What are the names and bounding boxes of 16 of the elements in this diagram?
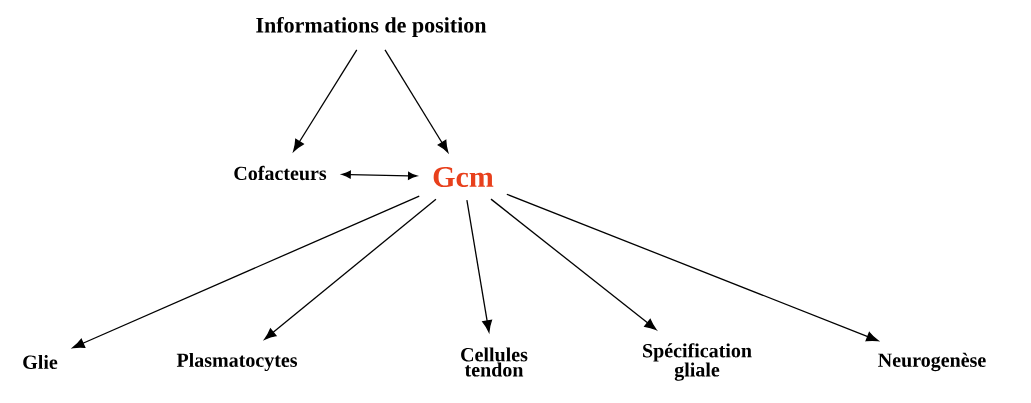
node-label: Cofacteurs: [234, 165, 327, 181]
node-label: Informations de position: [256, 16, 487, 38]
arrow: [293, 49, 358, 152]
highlighted-label: Gcm: [433, 166, 494, 188]
arrow: [384, 49, 449, 153]
node-label: Glie: [23, 354, 58, 369]
arrow: [506, 193, 879, 342]
arrow: [466, 199, 493, 333]
node-label: Spécification gliale: [643, 343, 752, 381]
arrow: [264, 198, 437, 340]
node-label: Plasmatocytes: [176, 352, 298, 372]
arrow: [490, 198, 657, 331]
node-label: Neurogenèse: [878, 352, 986, 372]
arrow: [72, 195, 420, 349]
node-label: Cellules tendon: [461, 347, 528, 377]
arrow: [341, 170, 418, 180]
